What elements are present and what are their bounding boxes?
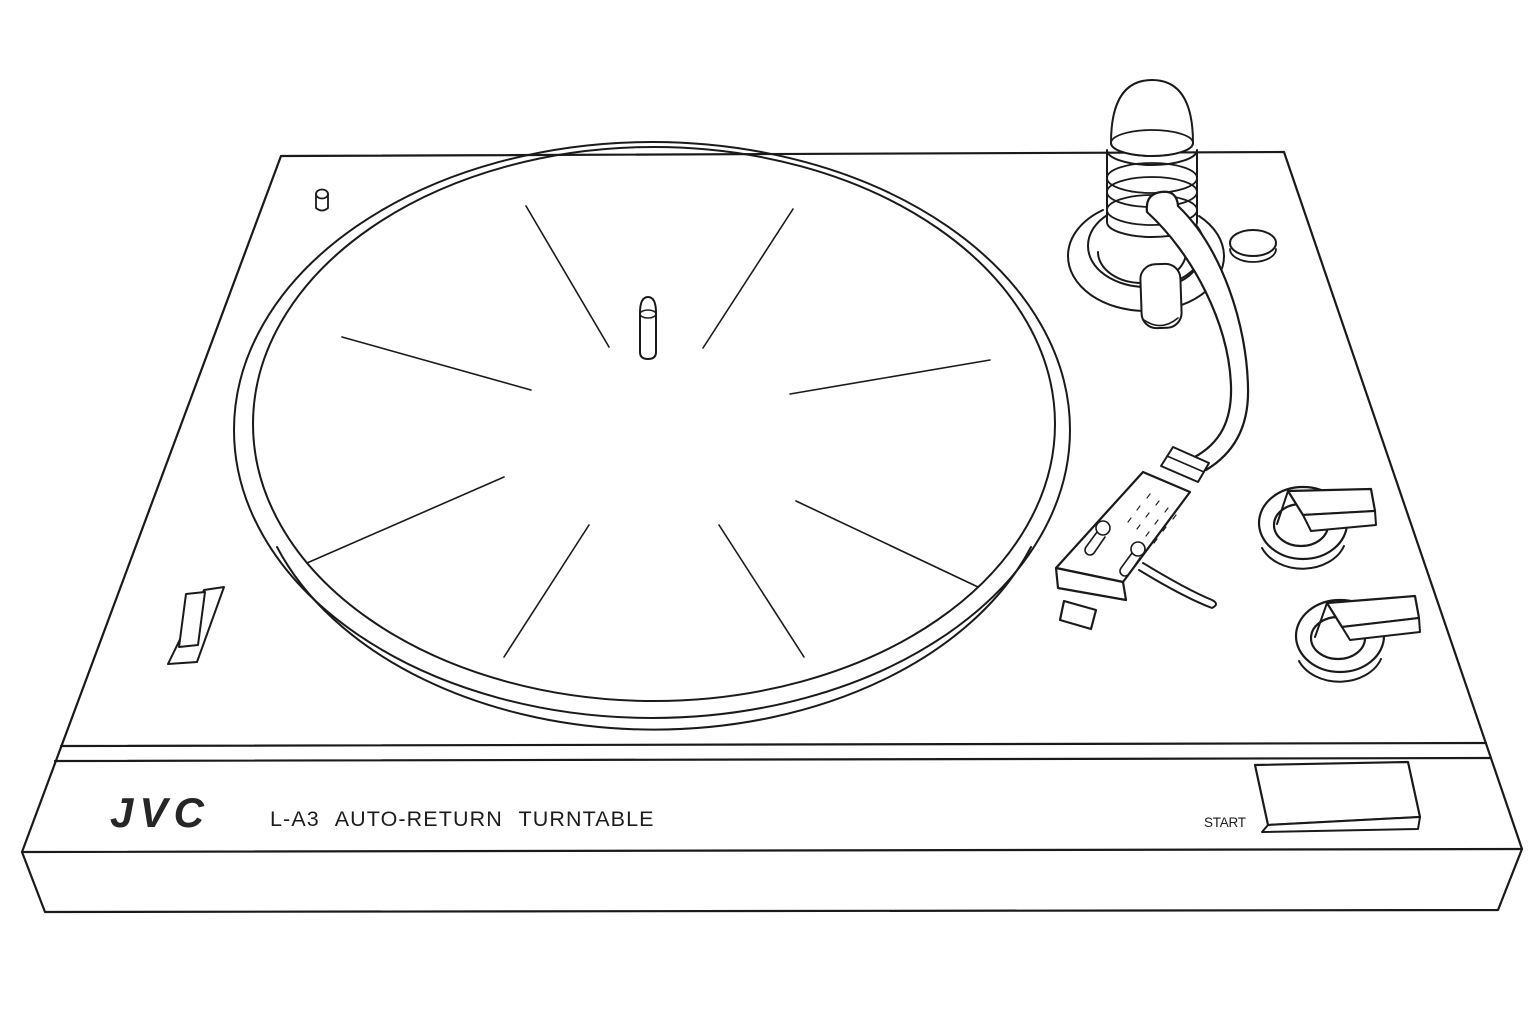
lever-handle-front: [1302, 510, 1377, 532]
lever-handle-fold: [1314, 602, 1328, 638]
collar-ring-line: [1166, 455, 1205, 473]
spindle-collar: [639, 309, 657, 319]
headshell-markings: [1127, 493, 1177, 544]
spindle: [639, 296, 657, 360]
plinth-front-bevel-top: [59, 741, 1488, 748]
strobe-line: [795, 500, 979, 588]
strobe-line: [306, 476, 505, 564]
strobe-line: [789, 359, 991, 395]
strobe-line: [718, 524, 805, 658]
screw-slot-hole: [1130, 541, 1146, 557]
brand-logo: JVC: [110, 789, 205, 836]
platter-mat-edge: [252, 146, 1056, 702]
headshell[interactable]: [1054, 470, 1217, 631]
plinth-front-bevel-bottom: [53, 756, 1493, 763]
headshell-side-face: [1054, 566, 1128, 602]
start-button-top-face[interactable]: [1253, 760, 1422, 827]
platter-outer-edge: [233, 141, 1071, 719]
arm-rest: [1139, 262, 1183, 330]
adapter-pin-top: [315, 188, 329, 200]
screw-slot-tail: [1119, 552, 1141, 577]
plinth-front-skirt-edge: [20, 847, 1524, 854]
adapter-pin: [315, 188, 329, 212]
finger-lift[interactable]: [1138, 562, 1217, 609]
screw-slot-hole: [1095, 520, 1111, 536]
strobe-line: [341, 336, 532, 391]
arm-rest-post: [1139, 262, 1183, 330]
tonearm-collar: [1160, 446, 1210, 483]
platter-rim-thickness-arc: [276, 546, 1032, 731]
lever-handle-fold: [1276, 490, 1289, 525]
start-button[interactable]: [1253, 760, 1422, 833]
counterweight-dome: [1110, 79, 1194, 157]
arm-rest-base-arc: [1143, 317, 1179, 327]
screw-slot-tail: [1084, 531, 1106, 556]
cue-lever-lower[interactable]: [1294, 594, 1421, 683]
cue-disc-rim: [1229, 248, 1277, 263]
cue-disc-button[interactable]: [1229, 229, 1277, 263]
base-outer-arc-left: [1066, 209, 1104, 257]
cue-lever-upper[interactable]: [1257, 485, 1377, 570]
start-label: START: [1204, 815, 1247, 830]
strobe-line: [525, 205, 610, 348]
headshell-screw-slots: [1084, 520, 1146, 577]
strobe-line: [702, 208, 794, 349]
turntable-line-art: JVC L-A3 AUTO-RETURN TURNTABLE START: [20, 79, 1524, 914]
plinth: [20, 150, 1524, 914]
counterweight-top-rim: [1110, 129, 1194, 157]
base-outer-arc-right: [1198, 215, 1225, 257]
start-button-front-face: [1261, 816, 1421, 833]
stylus-housing: [1058, 599, 1098, 631]
strobe-line: [503, 524, 590, 658]
base-mid-arc-left: [1086, 213, 1110, 247]
lever-ring-thickness: [1298, 658, 1382, 683]
platter: [233, 141, 1071, 731]
front-panel: JVC L-A3 AUTO-RETURN TURNTABLE START: [110, 760, 1422, 836]
tonearm-tube[interactable]: [1145, 190, 1250, 472]
strobe-lines: [306, 205, 991, 658]
counterweight-ring: [1106, 162, 1198, 194]
lever-ring-thickness: [1261, 545, 1345, 570]
lever-handle-front: [1341, 617, 1421, 641]
cue-disc-top[interactable]: [1229, 229, 1277, 257]
selector-knob[interactable]: [178, 591, 206, 648]
speed-selector-switch[interactable]: [167, 586, 225, 665]
model-label: L-A3 AUTO-RETURN TURNTABLE: [270, 807, 656, 831]
